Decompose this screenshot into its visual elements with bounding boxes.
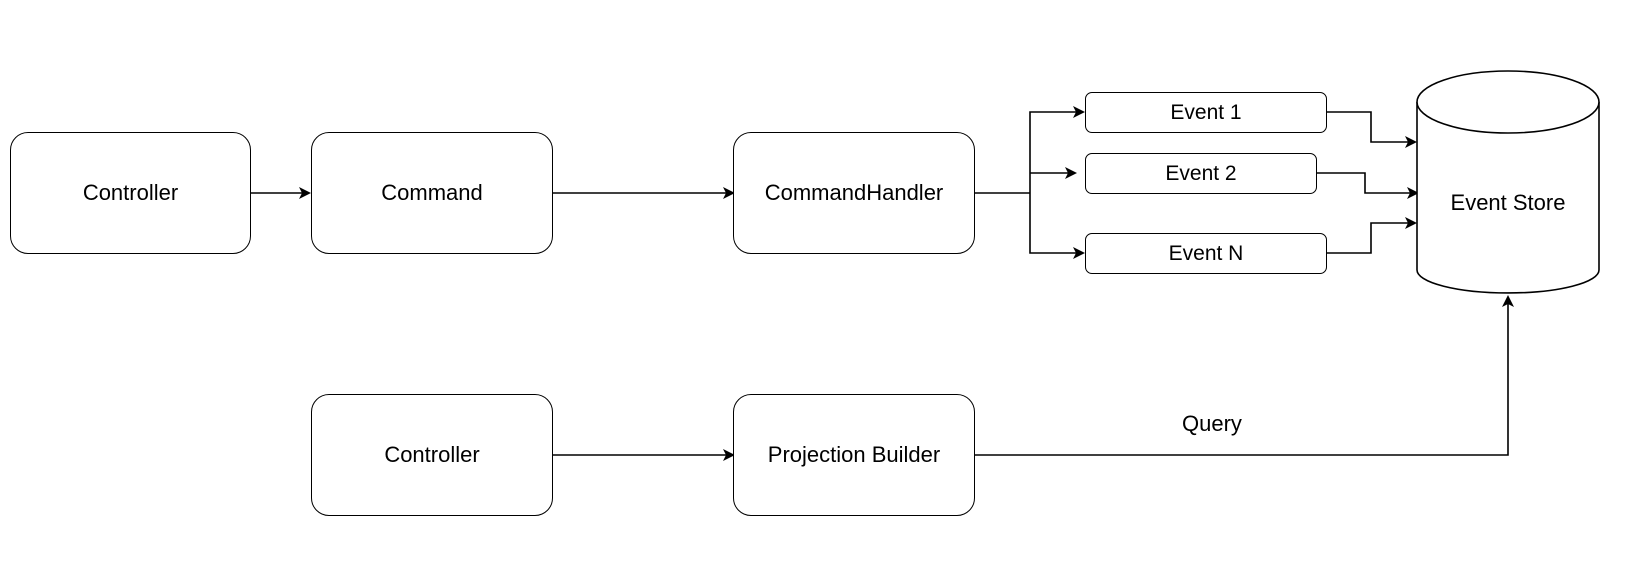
event-store-label: Event Store [1450, 190, 1566, 215]
event-n-node[interactable]: Event N [1085, 233, 1327, 274]
event-n-node-label: Event N [1168, 241, 1244, 265]
edge-projection-builder-to-event-store [975, 295, 1514, 456]
controller-node-top-label: Controller [82, 180, 179, 205]
event-store-cylinder[interactable] [1416, 70, 1600, 294]
command-node-label: Command [381, 180, 483, 205]
edge-commandhandler-to-event-n [1029, 193, 1085, 259]
projection-builder-node[interactable]: Projection Builder [733, 394, 975, 516]
command-handler-node[interactable]: CommandHandler [733, 132, 975, 254]
command-handler-node-label: CommandHandler [764, 180, 944, 205]
event-1-node[interactable]: Event 1 [1085, 92, 1327, 133]
edge-event-n-to-event-store [1327, 217, 1417, 254]
projection-builder-node-label: Projection Builder [767, 442, 941, 467]
event-2-node-label: Event 2 [1165, 161, 1237, 185]
controller-node-top[interactable]: Controller [10, 132, 251, 254]
event-2-node[interactable]: Event 2 [1085, 153, 1317, 194]
event-1-node-label: Event 1 [1170, 100, 1242, 124]
edge-event-2-to-event-store [1317, 172, 1419, 199]
command-node[interactable]: Command [311, 132, 553, 254]
edge-event-1-to-event-store [1327, 111, 1417, 148]
query-edge-label: Query [1182, 411, 1242, 436]
edge-commandhandler-to-event-1 [1029, 106, 1085, 193]
controller-node-bottom[interactable]: Controller [311, 394, 553, 516]
controller-node-bottom-label: Controller [384, 442, 480, 467]
